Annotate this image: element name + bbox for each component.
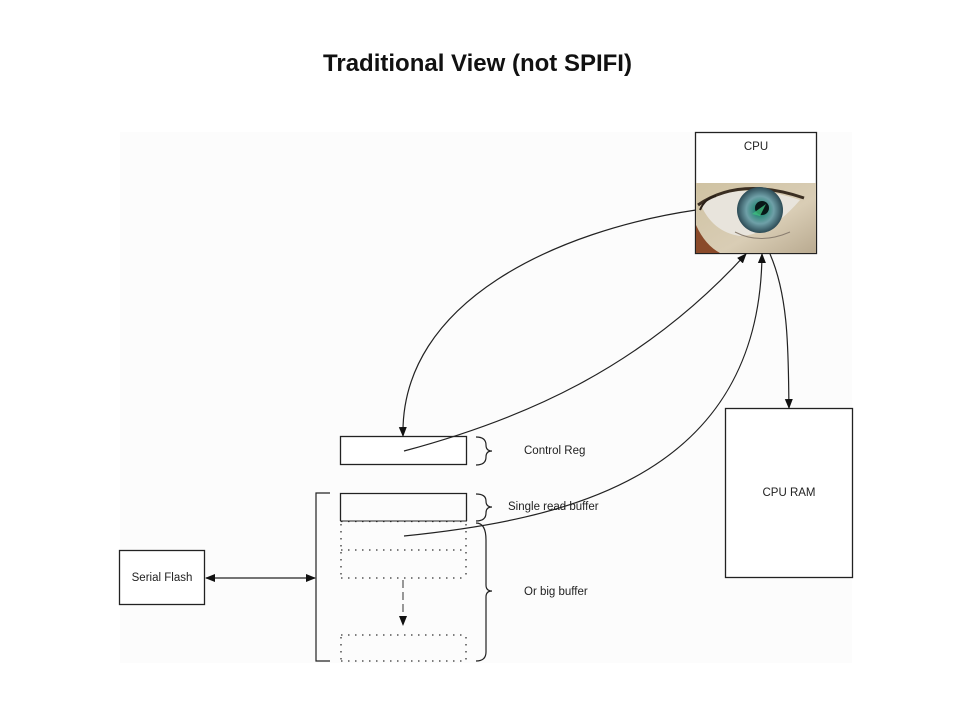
cpu-node: CPU [694, 131, 818, 255]
serial-flash-box [118, 549, 206, 606]
eye-image-icon [696, 183, 816, 253]
single-read-buffer-brace [475, 493, 493, 522]
big-buffer-label: Or big buffer [524, 586, 588, 598]
control-reg-label: Control Reg [524, 445, 585, 457]
cpu-label: CPU [744, 141, 768, 153]
cpu-ram-box [724, 407, 854, 579]
big-buffer-brace [475, 522, 493, 662]
control-reg-node: Control Reg [339, 435, 585, 466]
arrow-cpu-to-control-reg [398, 209, 697, 437]
serial-flash-label: Serial Flash [132, 572, 193, 584]
arrow-cpu-to-cpu-ram [769, 253, 793, 409]
control-reg-box [339, 435, 468, 466]
control-reg-brace [475, 436, 493, 466]
big-buffer-node: Or big buffer [340, 522, 588, 662]
cpu-ram-label: CPU RAM [762, 487, 815, 499]
cpu-ram-node: CPU RAM [724, 407, 854, 579]
serial-flash-node: Serial Flash [118, 549, 206, 606]
arrow-buffer-to-cpu [403, 253, 766, 537]
buffer-group-bracket [315, 492, 330, 662]
single-read-buffer-node: Single read buffer [339, 492, 599, 523]
page-title: Traditional View (not SPIFI) [323, 50, 632, 77]
single-read-buffer-label: Single read buffer [508, 501, 599, 513]
arrow-control-reg-to-cpu [403, 253, 747, 452]
